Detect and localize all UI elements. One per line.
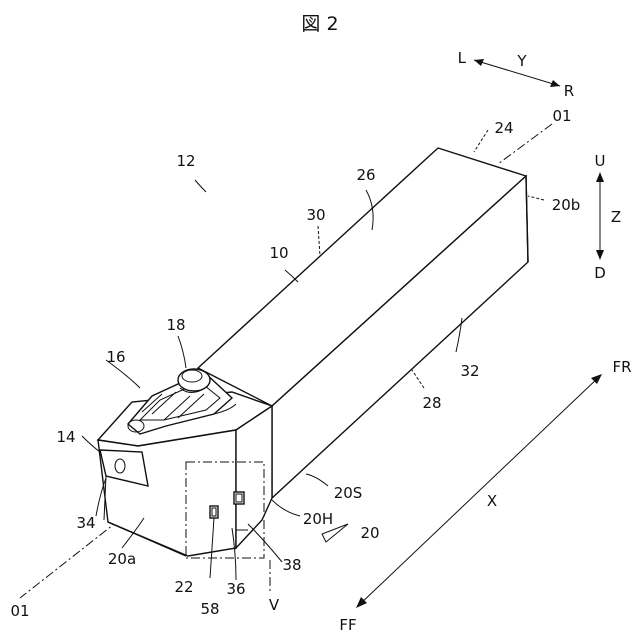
z-down-label: D — [594, 264, 606, 282]
x-front-right-label: FR — [612, 358, 631, 376]
ref-58: 58 — [200, 600, 219, 618]
y-left-label: L — [458, 49, 467, 67]
ref-20H: 20H — [303, 510, 333, 528]
ref-36: 36 — [226, 580, 245, 598]
axis-label-near: 01 — [10, 602, 29, 620]
axis-label-far: 01 — [552, 107, 571, 125]
ref-32: 32 — [460, 362, 479, 380]
head-side-face — [236, 406, 272, 548]
ref-20S: 20S — [334, 484, 363, 502]
ref-38: 38 — [282, 556, 301, 574]
view-label: V — [269, 596, 280, 614]
ref-12: 12 — [176, 152, 195, 170]
y-right-label: R — [564, 82, 574, 100]
ref-24: 24 — [494, 119, 513, 137]
figure-title: 図 2 — [301, 13, 338, 35]
z-axis-label: Z — [611, 208, 621, 226]
ref-16: 16 — [106, 348, 125, 366]
z-up-label: U — [595, 152, 606, 170]
ref-30: 30 — [306, 206, 325, 224]
head-front-face — [98, 430, 236, 556]
ref-20: 20 — [360, 524, 379, 542]
ref-34: 34 — [76, 514, 95, 532]
x-axis-label: X — [487, 492, 497, 510]
ref-14: 14 — [56, 428, 75, 446]
z-axis-indicator: U Z D — [594, 152, 621, 282]
ref-20a: 20a — [108, 550, 136, 568]
ref-22: 22 — [174, 578, 193, 596]
ref-28: 28 — [422, 394, 441, 412]
y-axis-indicator: L Y R — [458, 49, 575, 100]
x-axis-indicator: FR X FF — [339, 358, 631, 634]
ref-26: 26 — [356, 166, 375, 184]
ref-18: 18 — [166, 316, 185, 334]
x-front-label: FF — [339, 616, 356, 634]
ref-20b: 20b — [552, 196, 581, 214]
port-58 — [210, 506, 218, 518]
ref-10: 10 — [269, 244, 288, 262]
y-axis-label: Y — [516, 52, 527, 70]
port-38 — [234, 492, 244, 504]
